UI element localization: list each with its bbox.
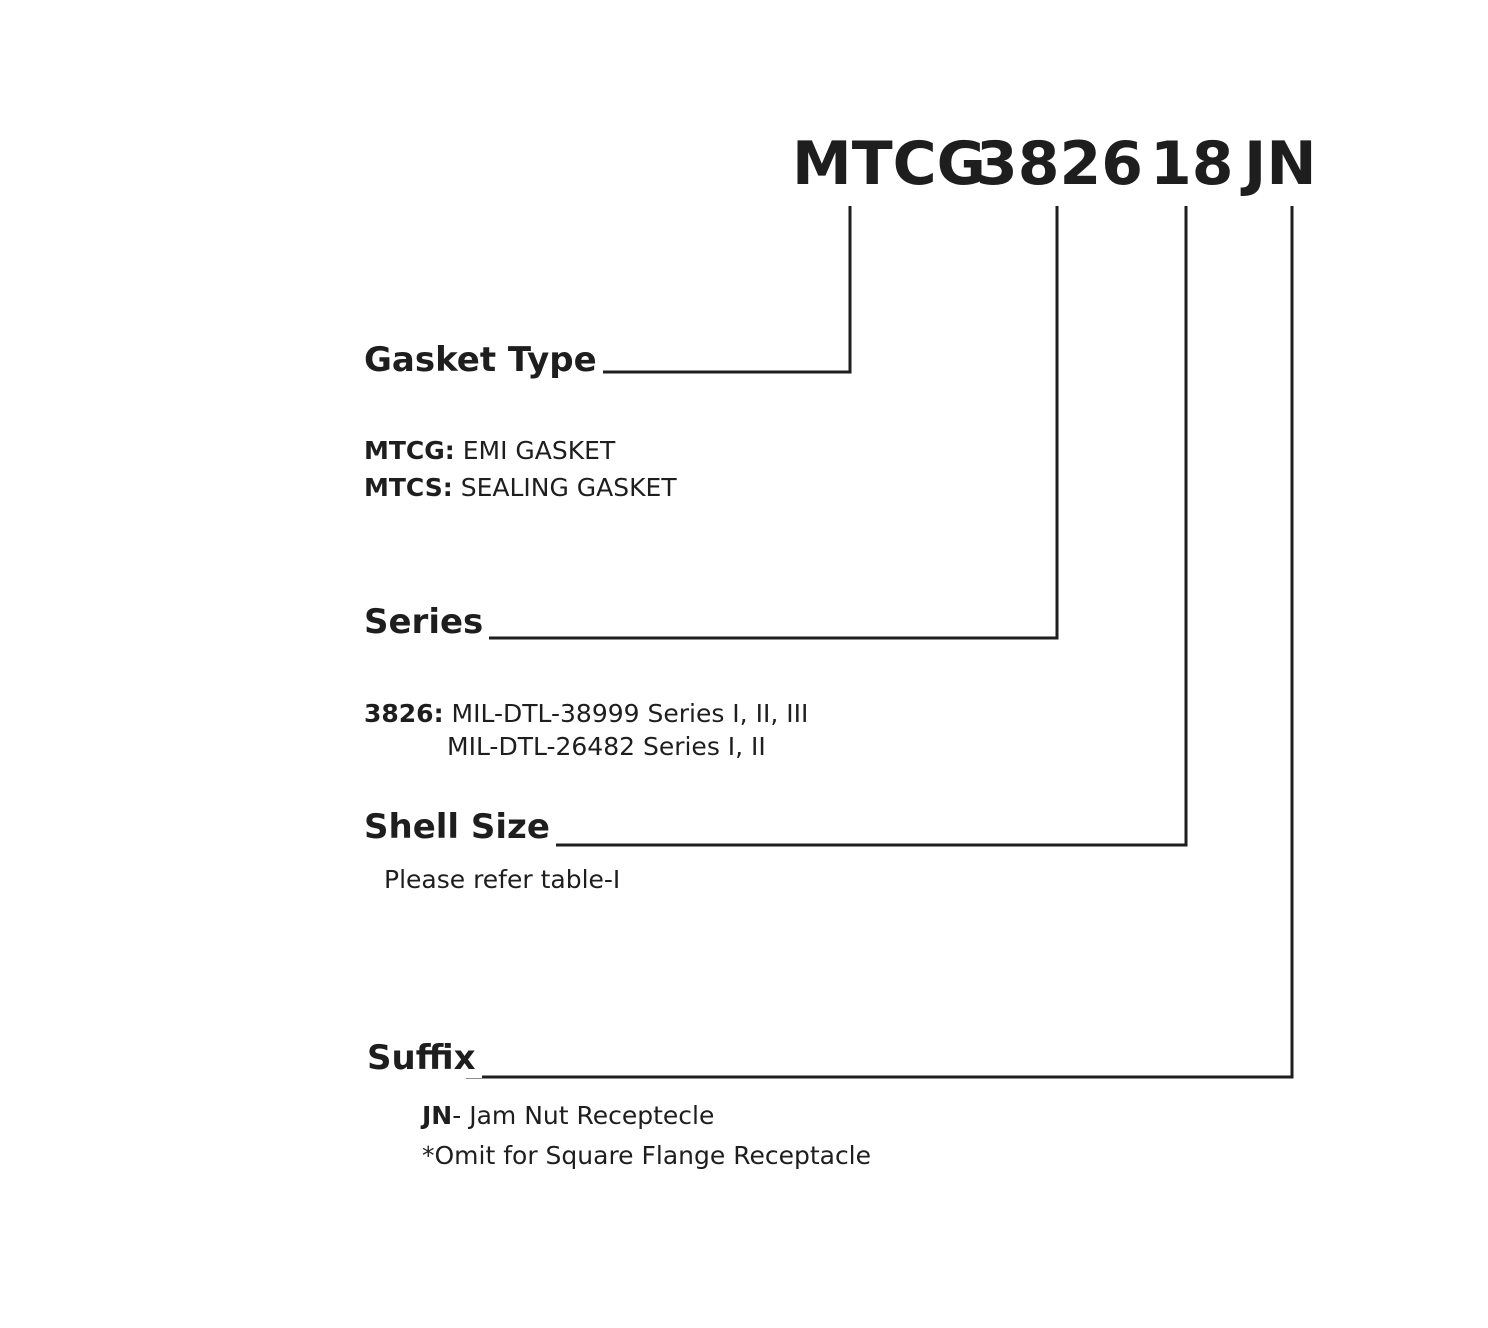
heading-suffix: Suffix [367, 1038, 482, 1078]
series-code: 3826: [364, 699, 444, 728]
shell-size-note: Please refer table-I [384, 865, 621, 894]
series-desc-1: MIL-DTL-38999 Series I, II, III [443, 699, 809, 728]
gasket-option-code: MTCS: [364, 473, 453, 502]
part-code-series: 3826 [976, 129, 1143, 199]
leader-suffix [466, 206, 1294, 1079]
part-code-suffix: JN [1244, 129, 1317, 199]
suffix-code: JN [422, 1101, 453, 1130]
series-line-1: 3826: MIL-DTL-38999 Series I, II, III [364, 698, 808, 730]
heading-gasket-type: Gasket Type [364, 340, 603, 380]
heading-series: Series [364, 602, 490, 642]
part-code-type: MTCG [792, 129, 986, 199]
leader-series [470, 206, 1059, 640]
gasket-option-code: MTCG: [364, 436, 455, 465]
gasket-option-desc: EMI GASKET [454, 436, 616, 465]
gasket-option-desc: SEALING GASKET [452, 473, 677, 502]
series-line-2: MIL-DTL-26482 Series I, II [447, 732, 766, 761]
leader-shell-size [522, 206, 1188, 847]
suffix-jn-line: JN- Jam Nut Receptecle [422, 1100, 714, 1132]
heading-shell-size: Shell Size [364, 807, 556, 847]
gasket-option-emi: MTCG: EMI GASKET [364, 435, 615, 467]
gasket-option-sealing: MTCS: SEALING GASKET [364, 472, 677, 504]
leader-gasket-type [576, 206, 852, 374]
part-code-shell: 18 [1150, 129, 1234, 199]
suffix-desc: - Jam Nut Receptecle [452, 1101, 715, 1130]
suffix-note: *Omit for Square Flange Receptacle [422, 1141, 872, 1170]
